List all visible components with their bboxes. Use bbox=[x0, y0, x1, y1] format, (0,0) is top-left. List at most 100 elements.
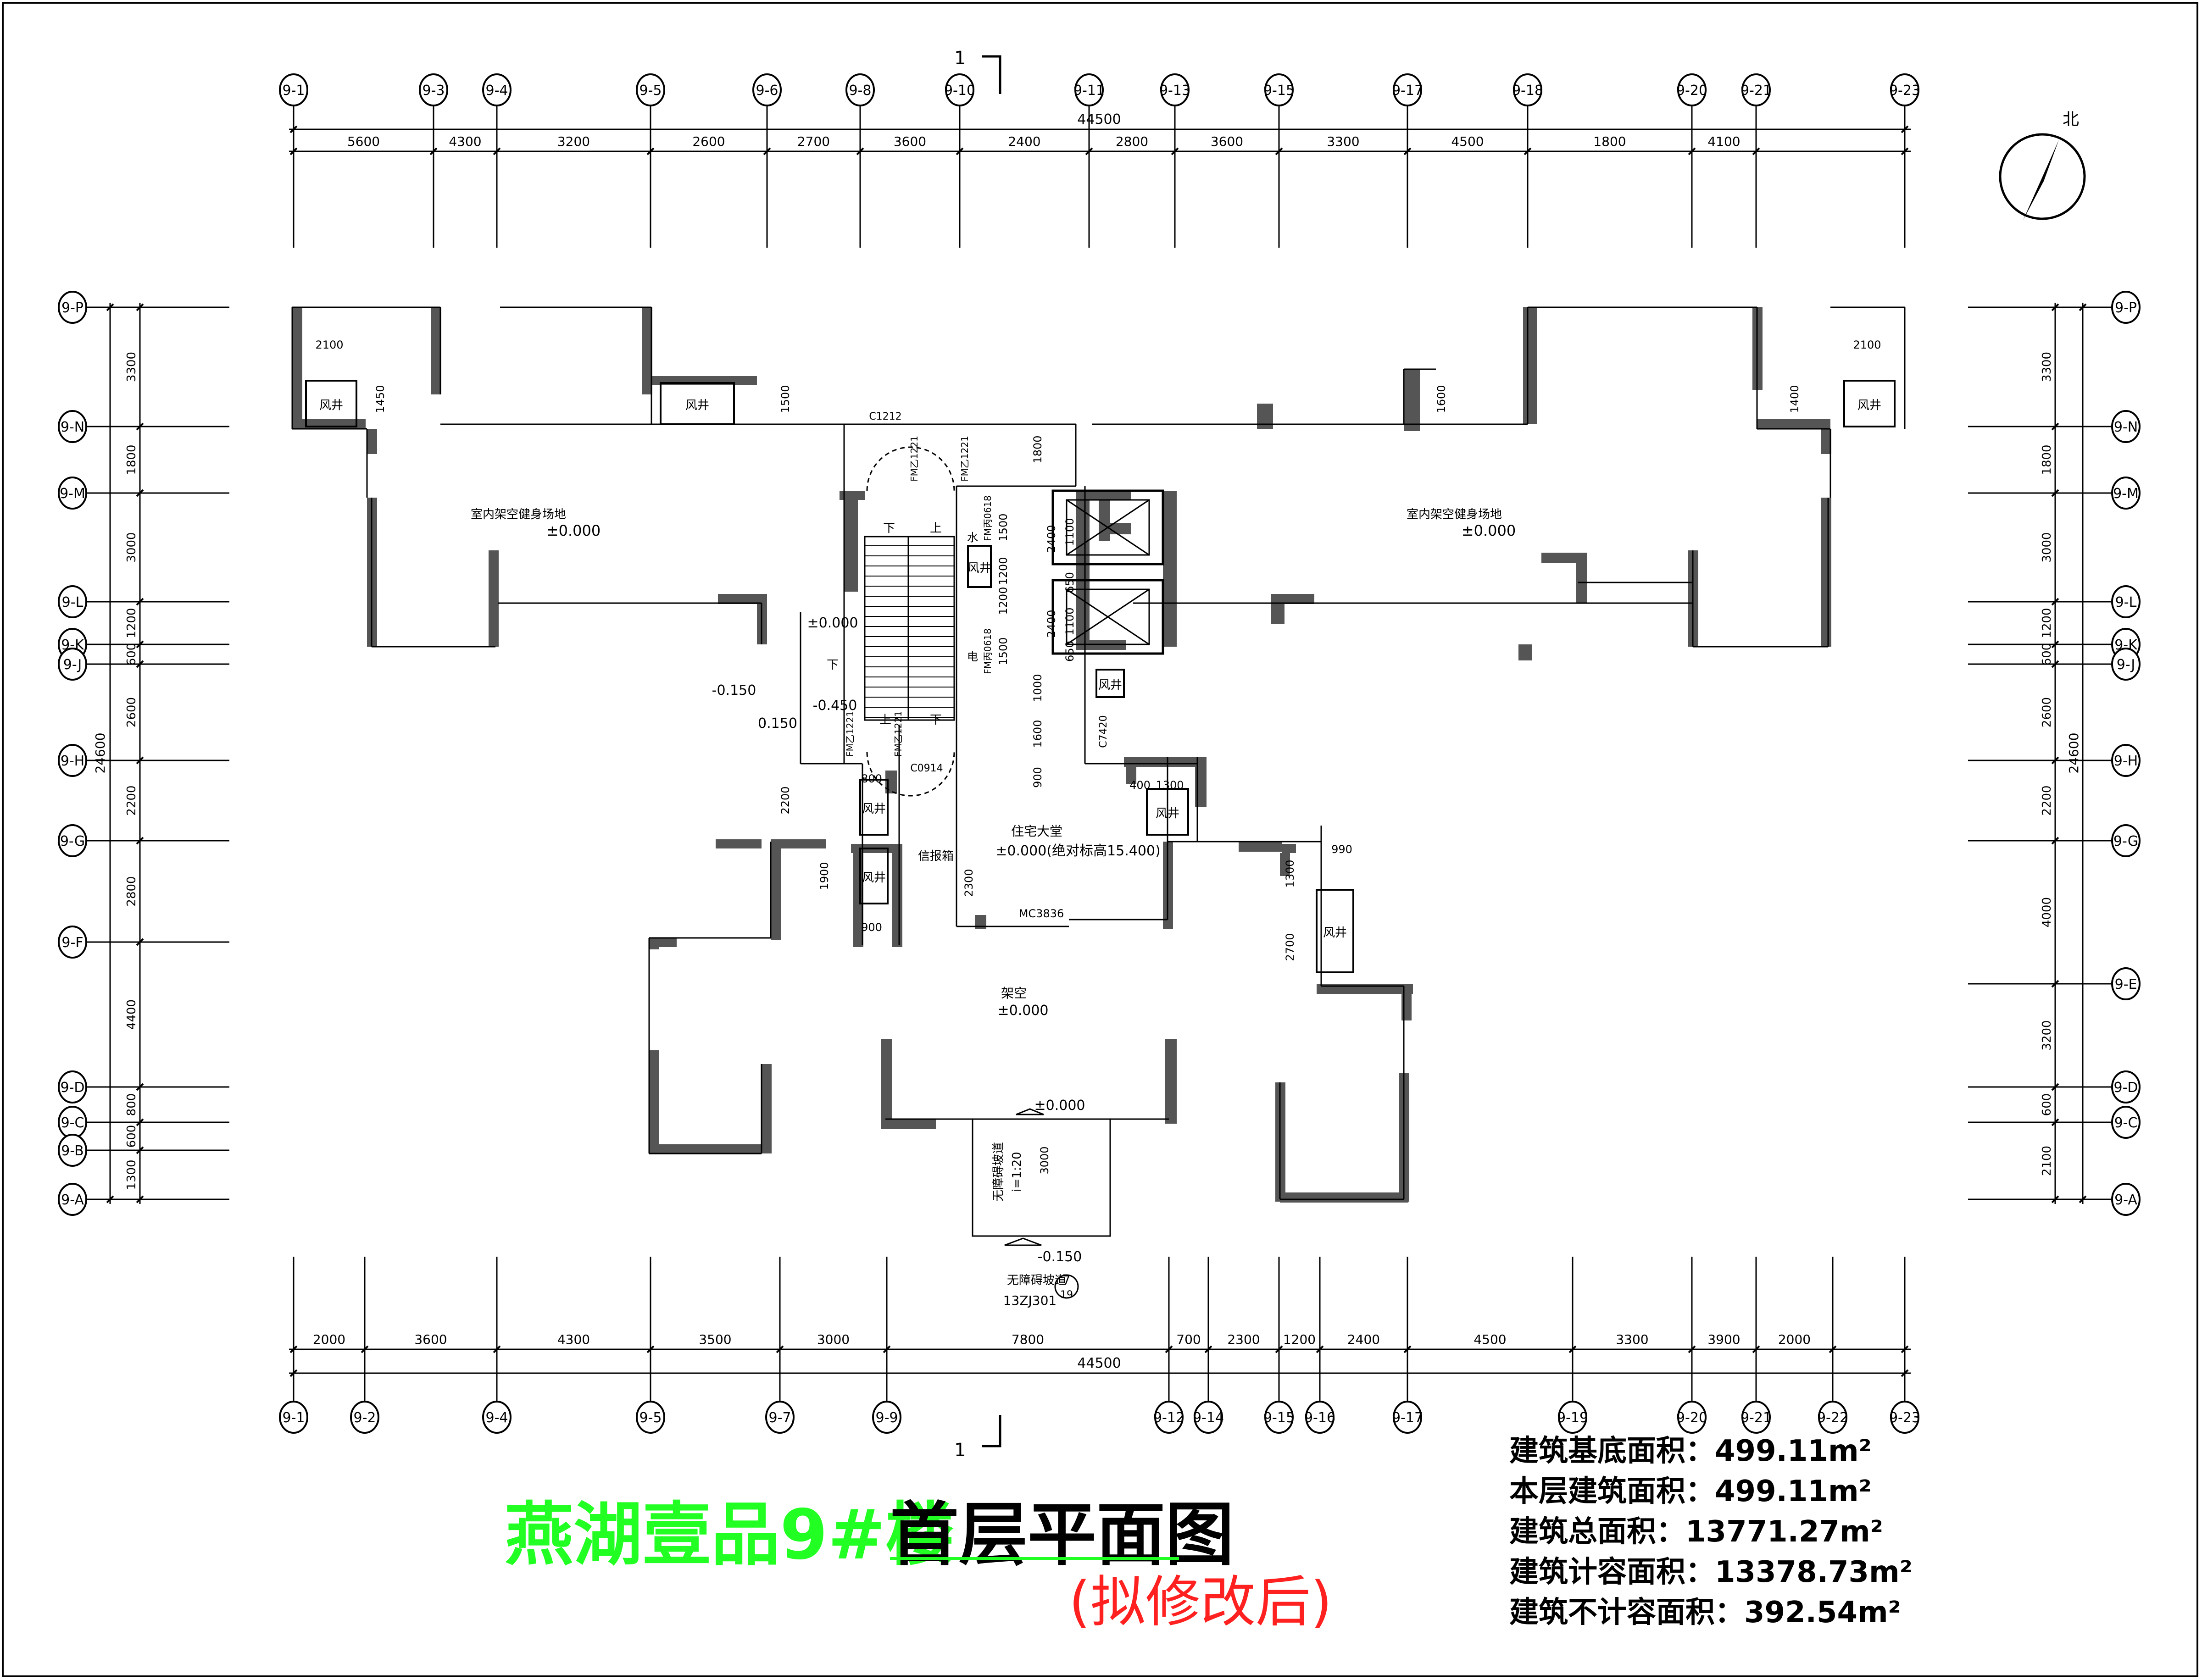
dim-bottom: 3300 bbox=[1616, 1332, 1648, 1347]
dim-tick bbox=[136, 1146, 144, 1154]
wall bbox=[1280, 853, 1290, 876]
elevator-cross bbox=[1066, 588, 1150, 645]
dim-tick bbox=[2079, 1195, 2087, 1203]
dim-tick bbox=[2051, 980, 2059, 988]
axis-bubble-right-label: 9-H bbox=[2114, 753, 2138, 769]
dim-left: 600 bbox=[125, 1125, 139, 1148]
dim-left: 1200 bbox=[125, 608, 139, 638]
wall bbox=[1271, 594, 1314, 604]
dim-tick bbox=[2051, 489, 2059, 497]
axis-bubble-right-label: 9-L bbox=[2115, 594, 2137, 610]
inner-dim: 1400 bbox=[1788, 385, 1801, 413]
dim-tick bbox=[136, 756, 144, 765]
axis-bubble-left bbox=[58, 1183, 87, 1216]
axis-bubble-bottom-label: 9-16 bbox=[1304, 1410, 1335, 1426]
wall bbox=[1163, 491, 1177, 647]
shaft-box bbox=[859, 848, 889, 904]
axis-bubble-right bbox=[2111, 824, 2141, 857]
dim-left: 1300 bbox=[125, 1159, 139, 1190]
axis-bubble-top-label: 9-4 bbox=[486, 83, 508, 99]
dim-bottom: 3500 bbox=[699, 1332, 731, 1347]
title-underline bbox=[890, 1557, 1179, 1560]
dim-tick bbox=[289, 1345, 298, 1353]
wall bbox=[1821, 498, 1831, 647]
walls bbox=[292, 307, 1831, 1203]
dim-right: 600 bbox=[2040, 643, 2054, 666]
outline-lines bbox=[291, 306, 1906, 1299]
stat-value: 13771.27m² bbox=[1685, 1515, 1883, 1549]
axis-bubble-bottom-label: 9-4 bbox=[486, 1410, 508, 1426]
gym-left-level: ±0.000 bbox=[546, 522, 601, 539]
inner-dim: 650 bbox=[1063, 572, 1076, 593]
axis-bubble-bottom-label: 9-14 bbox=[1193, 1410, 1224, 1426]
wall bbox=[1518, 644, 1532, 660]
stair-down-3: 下 bbox=[930, 713, 942, 727]
entry-level: ±0.000 bbox=[1034, 1098, 1085, 1114]
dim-tick bbox=[136, 303, 144, 311]
dim-tick bbox=[1901, 1369, 1909, 1377]
dim-tick bbox=[956, 147, 964, 155]
inner-dim: 1300 bbox=[1284, 859, 1296, 887]
gym-right-label: 室内架空健身场地 bbox=[1407, 508, 1502, 521]
dim-top: 3600 bbox=[1211, 134, 1243, 149]
shaft-box bbox=[967, 545, 992, 588]
dim-tick bbox=[136, 1083, 144, 1091]
dim-tick bbox=[2079, 303, 2087, 311]
axis-bubble-left-label: 9-N bbox=[61, 419, 84, 435]
tag-fm1: FM乙1221 bbox=[909, 436, 920, 482]
dim-bottom: 4300 bbox=[557, 1332, 590, 1347]
dim-tick bbox=[289, 125, 298, 133]
dim-tick bbox=[646, 147, 655, 155]
axis-bubble-right bbox=[2111, 744, 2141, 777]
dim-top: 5600 bbox=[347, 134, 380, 149]
dim-tick bbox=[1829, 1345, 1837, 1353]
dim-tick bbox=[1752, 147, 1760, 155]
axis-bubble-right-label: 9-D bbox=[2113, 1080, 2138, 1096]
dim-tick bbox=[493, 1345, 501, 1353]
staircase bbox=[864, 446, 955, 797]
axis-bubble-right bbox=[2111, 1070, 2141, 1103]
axis-bubble-right-label: 9-N bbox=[2114, 419, 2138, 435]
dim-tick bbox=[1165, 1345, 1173, 1353]
dim-tick bbox=[1901, 125, 1909, 133]
axis-bubble-top-label: 9-21 bbox=[1740, 83, 1772, 99]
axis-bubble-left-label: 9-C bbox=[61, 1115, 84, 1131]
inner-dim: 2100 bbox=[315, 338, 343, 351]
axis-bubble-right bbox=[2111, 1183, 2141, 1216]
wall bbox=[840, 491, 865, 500]
wall bbox=[1110, 523, 1131, 534]
dim-tick bbox=[1171, 147, 1179, 155]
stat-label: 建筑基底面积： bbox=[1509, 1434, 1715, 1468]
inner-dim: 2200 bbox=[779, 786, 792, 814]
axis-bubble-right-label: 9-J bbox=[2117, 657, 2135, 673]
inner-dim: 1500 bbox=[997, 637, 1010, 665]
ramp-bottom-level: -0.150 bbox=[1038, 1249, 1082, 1265]
axis-bubble-left bbox=[58, 926, 87, 959]
dim-tick bbox=[106, 1195, 114, 1203]
axis-bubble-top-label: 9-8 bbox=[849, 83, 872, 99]
dim-tick bbox=[136, 660, 144, 668]
wall bbox=[881, 1119, 936, 1129]
dim-tick bbox=[1752, 1345, 1760, 1353]
wall bbox=[1821, 429, 1831, 454]
inner-dim: 1200 bbox=[997, 557, 1010, 585]
dim-tick bbox=[2051, 598, 2059, 606]
dim-top: 2400 bbox=[1008, 134, 1040, 149]
axis-bubble-left-label: 9-M bbox=[60, 486, 85, 502]
dim-top: 3600 bbox=[894, 134, 926, 149]
axis-bubble-right-label: 9-M bbox=[2113, 486, 2139, 502]
axis-bubble-left-label: 9-F bbox=[61, 935, 83, 951]
axis-bubble-left-label: 9-L bbox=[62, 594, 83, 610]
dim-bottom: 7800 bbox=[1012, 1332, 1044, 1347]
inner-dim: 3000 bbox=[1038, 1146, 1051, 1174]
dim-bottom: 3900 bbox=[1707, 1332, 1740, 1347]
stat-label: 建筑总面积： bbox=[1509, 1515, 1685, 1549]
dim-right: 4000 bbox=[2040, 897, 2054, 927]
dim-bottom: 700 bbox=[1176, 1332, 1201, 1347]
dim-bottom-total: 44500 bbox=[1077, 1355, 1121, 1371]
inner-dim: 1300 bbox=[1156, 779, 1184, 792]
dim-bottom: 2300 bbox=[1227, 1332, 1260, 1347]
stat-value: 499.11m² bbox=[1715, 1475, 1872, 1508]
dim-top: 3200 bbox=[557, 134, 590, 149]
